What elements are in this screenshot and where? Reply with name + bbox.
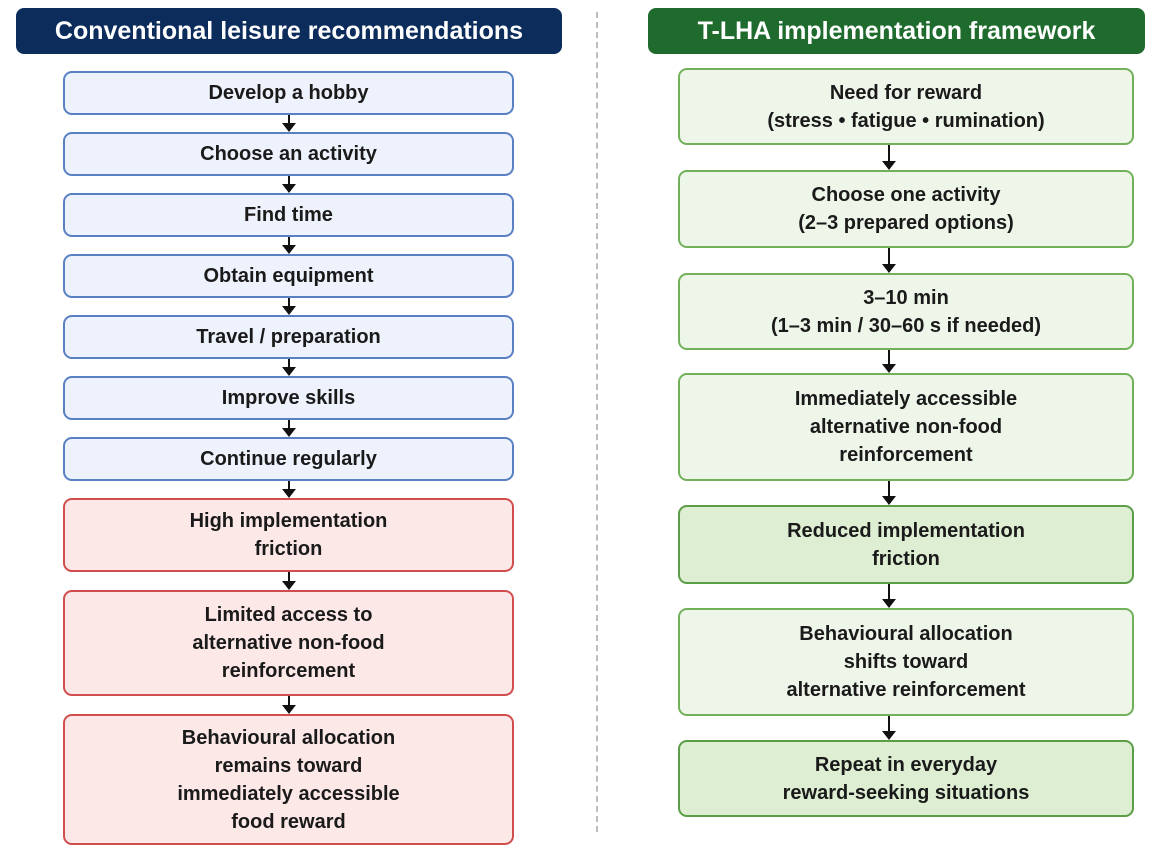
tlha-header: T-LHA implementation framework bbox=[648, 8, 1145, 54]
flow-arrow bbox=[282, 237, 296, 254]
step-allocation-food-reward: Behavioural allocation remains toward im… bbox=[63, 714, 514, 845]
flow-arrow bbox=[282, 115, 296, 132]
step-improve-skills: Improve skills bbox=[63, 376, 514, 420]
flow-arrow bbox=[282, 298, 296, 315]
column-divider bbox=[596, 12, 598, 832]
flow-arrow bbox=[882, 350, 896, 373]
flow-arrow bbox=[882, 584, 896, 608]
step-repeat-everyday: Repeat in everyday reward-seeking situat… bbox=[678, 740, 1134, 817]
step-high-friction: High implementation friction bbox=[63, 498, 514, 572]
step-reduced-friction: Reduced implementation friction bbox=[678, 505, 1134, 584]
flow-arrow bbox=[882, 716, 896, 740]
step-allocation-shift: Behavioural allocation shifts toward alt… bbox=[678, 608, 1134, 716]
step-choose-one-activity: Choose one activity (2–3 prepared option… bbox=[678, 170, 1134, 248]
flow-arrow bbox=[882, 145, 896, 170]
flow-arrow bbox=[882, 481, 896, 505]
step-continue-regularly: Continue regularly bbox=[63, 437, 514, 481]
step-travel-preparation: Travel / preparation bbox=[63, 315, 514, 359]
flow-arrow bbox=[282, 176, 296, 193]
step-accessible-reinforcement: Immediately accessible alternative non-f… bbox=[678, 373, 1134, 481]
conventional-header: Conventional leisure recommendations bbox=[16, 8, 562, 54]
flow-arrow bbox=[882, 248, 896, 273]
step-find-time: Find time bbox=[63, 193, 514, 237]
flow-arrow bbox=[282, 481, 296, 498]
flow-arrow bbox=[282, 420, 296, 437]
flow-arrow bbox=[282, 572, 296, 590]
step-need-for-reward: Need for reward (stress • fatigue • rumi… bbox=[678, 68, 1134, 145]
flow-arrow bbox=[282, 696, 296, 714]
flow-arrow bbox=[282, 359, 296, 376]
step-limited-access: Limited access to alternative non-food r… bbox=[63, 590, 514, 696]
step-obtain-equipment: Obtain equipment bbox=[63, 254, 514, 298]
step-choose-activity: Choose an activity bbox=[63, 132, 514, 176]
step-duration: 3–10 min (1–3 min / 30–60 s if needed) bbox=[678, 273, 1134, 350]
step-develop-hobby: Develop a hobby bbox=[63, 71, 514, 115]
